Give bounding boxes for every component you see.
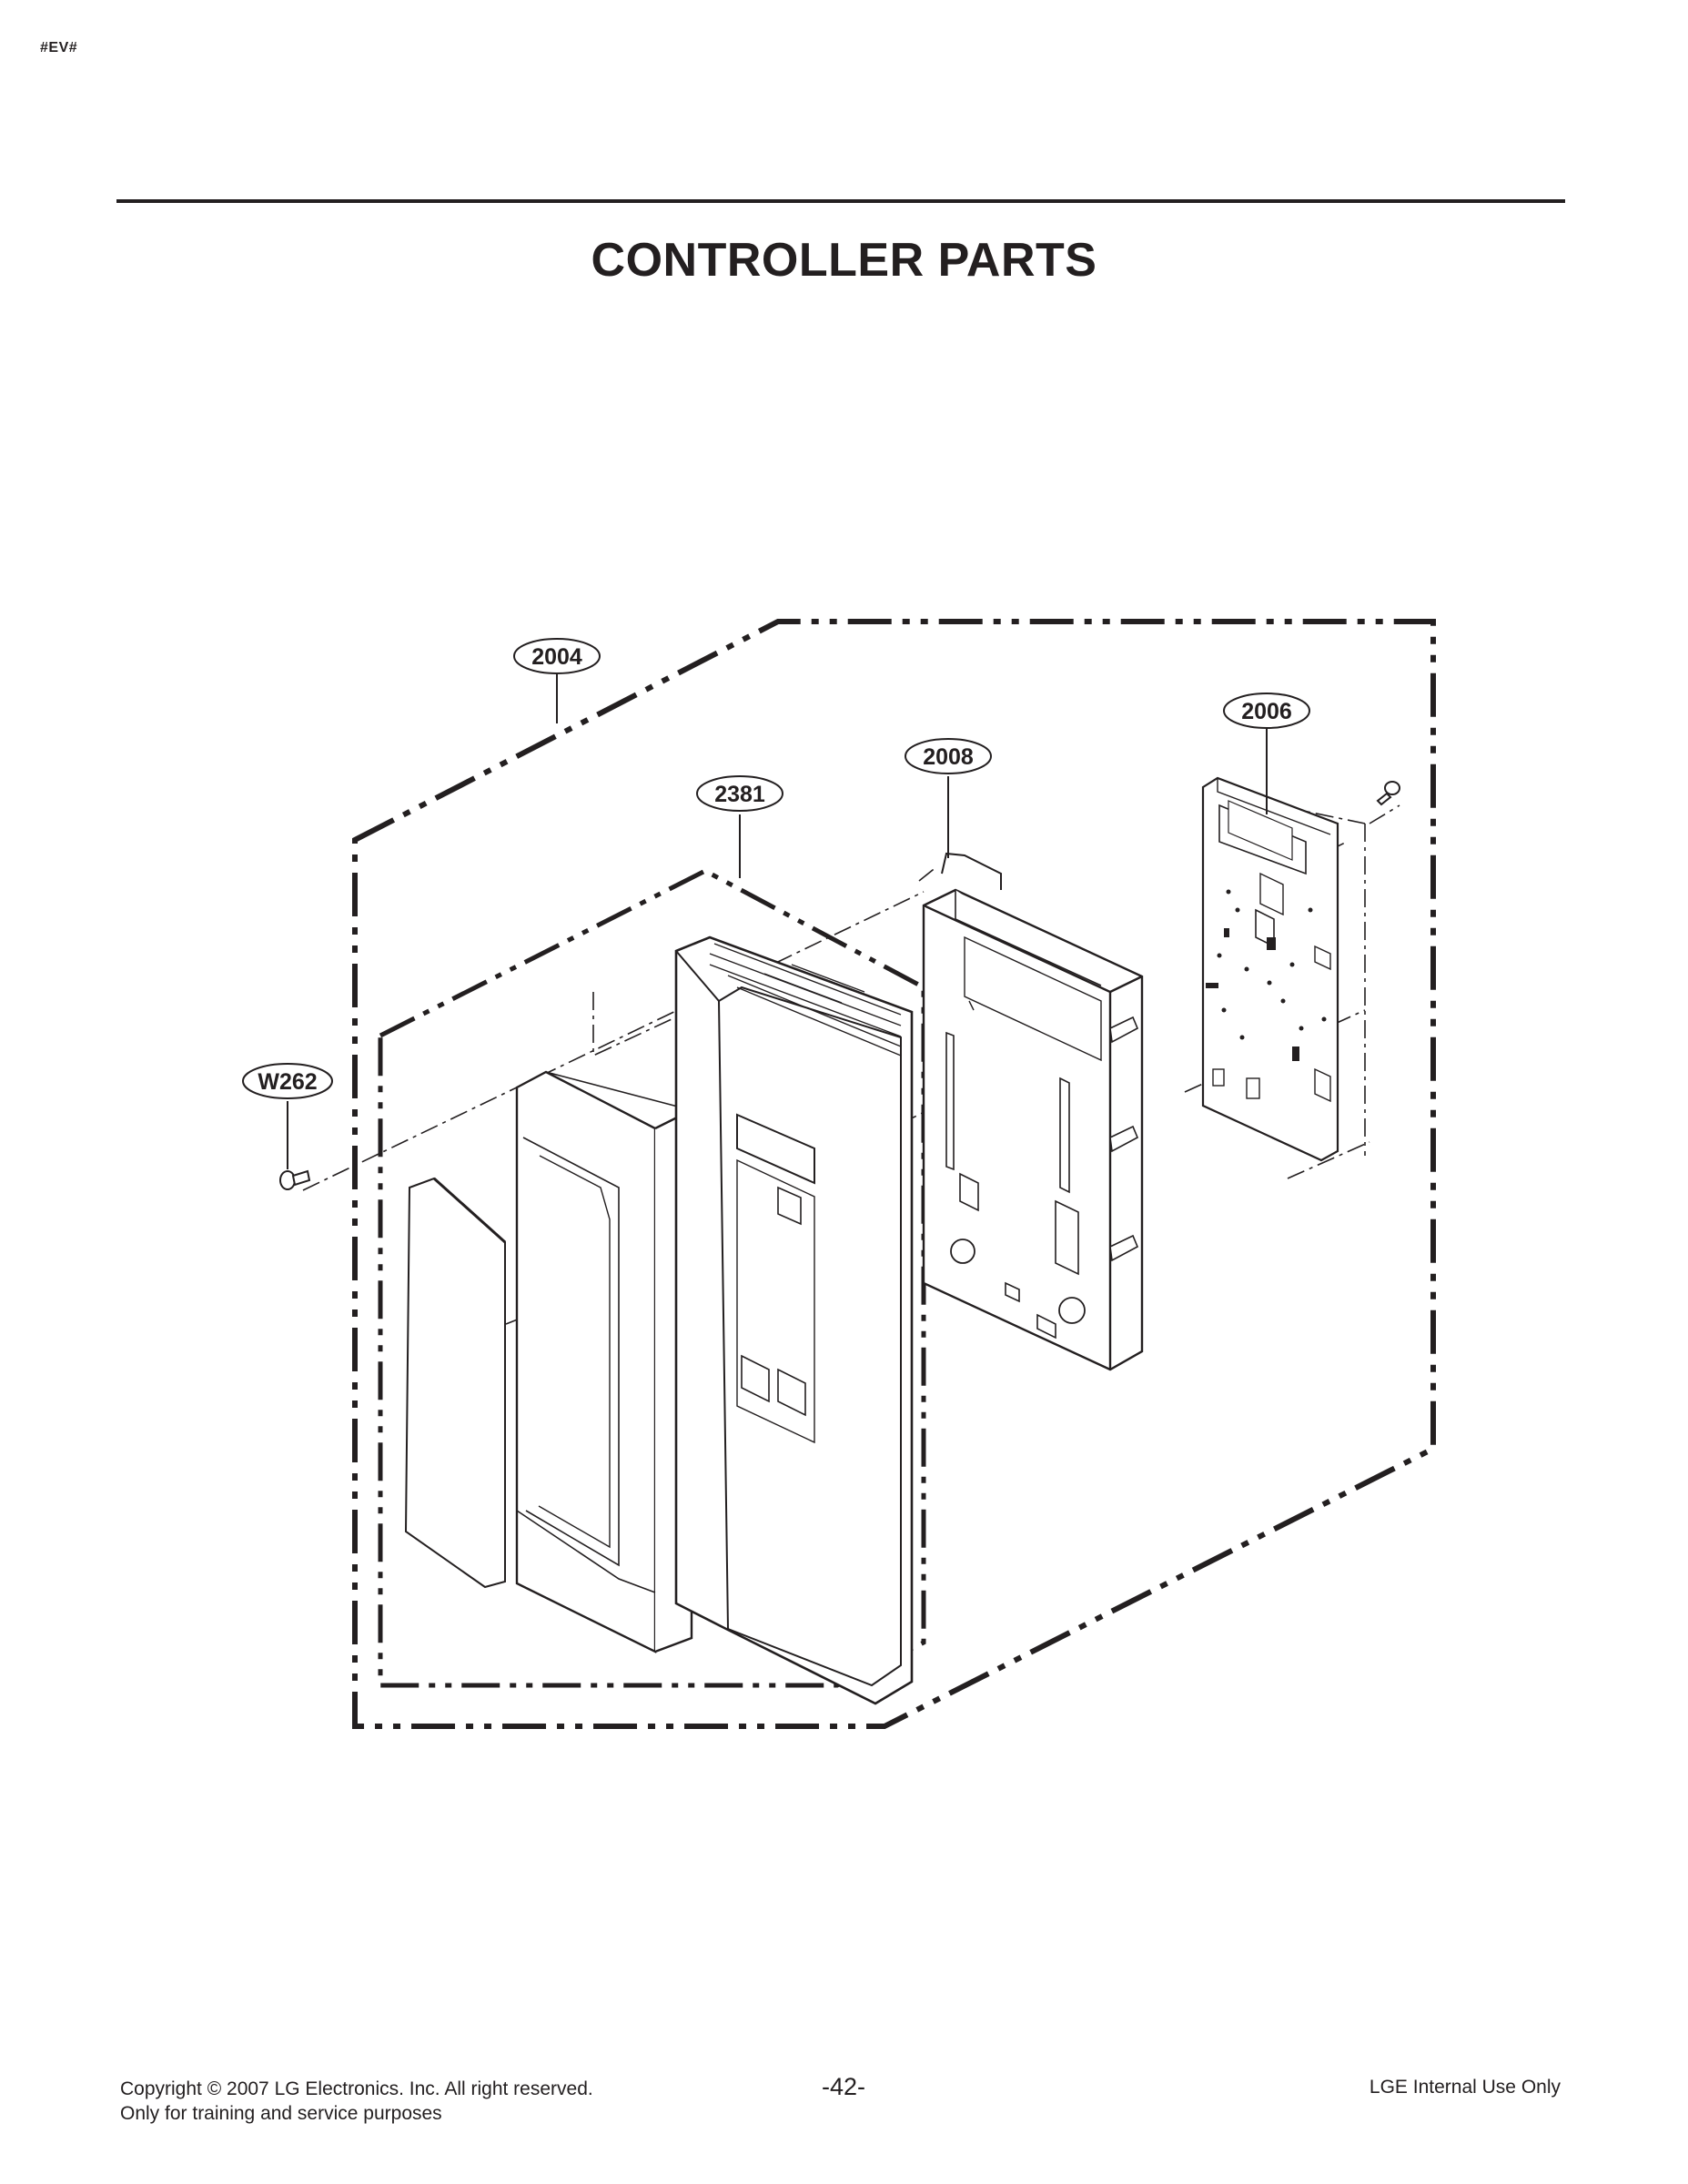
page-number: -42- bbox=[821, 2073, 865, 2100]
footer-copyright: Copyright © 2007 LG Electronics. Inc. Al… bbox=[120, 2078, 593, 2099]
screw-pcb bbox=[1376, 781, 1400, 806]
callout-w262: W262 bbox=[242, 1063, 333, 1099]
assembly-boundary-inner bbox=[378, 868, 926, 1688]
pcb-bracket bbox=[922, 852, 1144, 1371]
membrane-sheet bbox=[404, 1177, 507, 1589]
callout-2004: 2004 bbox=[513, 638, 601, 674]
callout-w262-label: W262 bbox=[258, 1069, 317, 1095]
page-title: CONTROLLER PARTS bbox=[591, 234, 1097, 287]
control-panel-housing bbox=[674, 935, 914, 1705]
callout-2004-label: 2004 bbox=[531, 644, 582, 670]
callout-2381-label: 2381 bbox=[714, 782, 765, 807]
corner-tag: #EV# bbox=[40, 40, 78, 56]
footer-purpose: Only for training and service purposes bbox=[120, 2103, 442, 2124]
control-frame bbox=[515, 1070, 693, 1653]
leader-lines bbox=[287, 674, 1268, 1169]
callout-2381: 2381 bbox=[696, 775, 783, 812]
footer-copyright-block: Copyright © 2007 LG Electronics. Inc. Al… bbox=[120, 2077, 593, 2126]
assembly-boundary-outer bbox=[352, 619, 1436, 1729]
pcb-assembly bbox=[1201, 776, 1339, 1162]
callout-2008-label: 2008 bbox=[923, 744, 974, 770]
callout-2006-label: 2006 bbox=[1241, 699, 1292, 724]
callout-2008: 2008 bbox=[905, 738, 992, 774]
footer-internal-notice: LGE Internal Use Only bbox=[1369, 2077, 1561, 2098]
callout-2006: 2006 bbox=[1223, 693, 1310, 729]
top-rule bbox=[116, 199, 1565, 203]
screw-w262 bbox=[279, 1169, 311, 1190]
